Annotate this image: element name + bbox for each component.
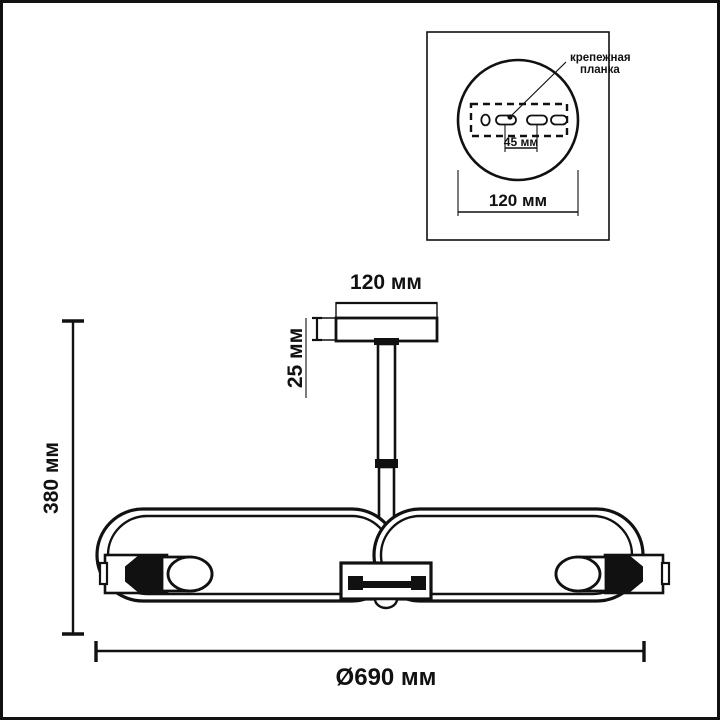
dim380-label: 380 мм	[40, 442, 63, 514]
canopy-circle	[456, 58, 580, 182]
plate-slot-left	[495, 114, 517, 126]
center-hub-band	[348, 581, 425, 588]
stem-upper	[376, 342, 397, 463]
center-hub-bolt-left	[348, 576, 363, 590]
center-hub-bolt-right	[411, 576, 426, 590]
stem-joint	[375, 459, 398, 468]
left-socket-cap	[98, 561, 109, 586]
center-hub-finial	[373, 597, 399, 610]
callout-leader-line	[509, 61, 567, 118]
dim25-label: 25 мм	[284, 328, 307, 388]
callout-label-line2: планка	[580, 64, 620, 76]
canopy-width-dimension: 120 мм	[335, 271, 438, 322]
callout-anchor-dot	[507, 114, 513, 120]
dim45-label: 45 мм	[504, 135, 539, 149]
stem-collar-top	[374, 338, 399, 345]
total-height-dimension: 380 мм	[40, 319, 84, 636]
canopy-height-dimension: 25 мм	[284, 316, 336, 398]
dim120-label: 120 мм	[350, 271, 422, 294]
right-bulb-dome	[554, 555, 602, 593]
plate-slot-right	[550, 114, 568, 126]
plate-hole-round	[480, 113, 491, 127]
mounting-plate-detail-group: крепежная планка 45 мм 120 мм	[426, 31, 631, 241]
total-diameter-dimension: Ø690 мм	[94, 641, 646, 691]
dim120d-label: 120 мм	[489, 191, 547, 210]
plate-slot-center	[526, 114, 548, 126]
dim690-label: Ø690 мм	[336, 664, 437, 691]
left-socket-base	[125, 556, 163, 592]
right-socket-base	[605, 556, 643, 592]
right-socket-cap	[660, 561, 671, 586]
lamp-fixture	[95, 316, 671, 610]
callout-label-line1: крепежная	[570, 52, 631, 64]
ceiling-canopy	[334, 316, 439, 343]
left-bulb-dome	[166, 555, 214, 593]
